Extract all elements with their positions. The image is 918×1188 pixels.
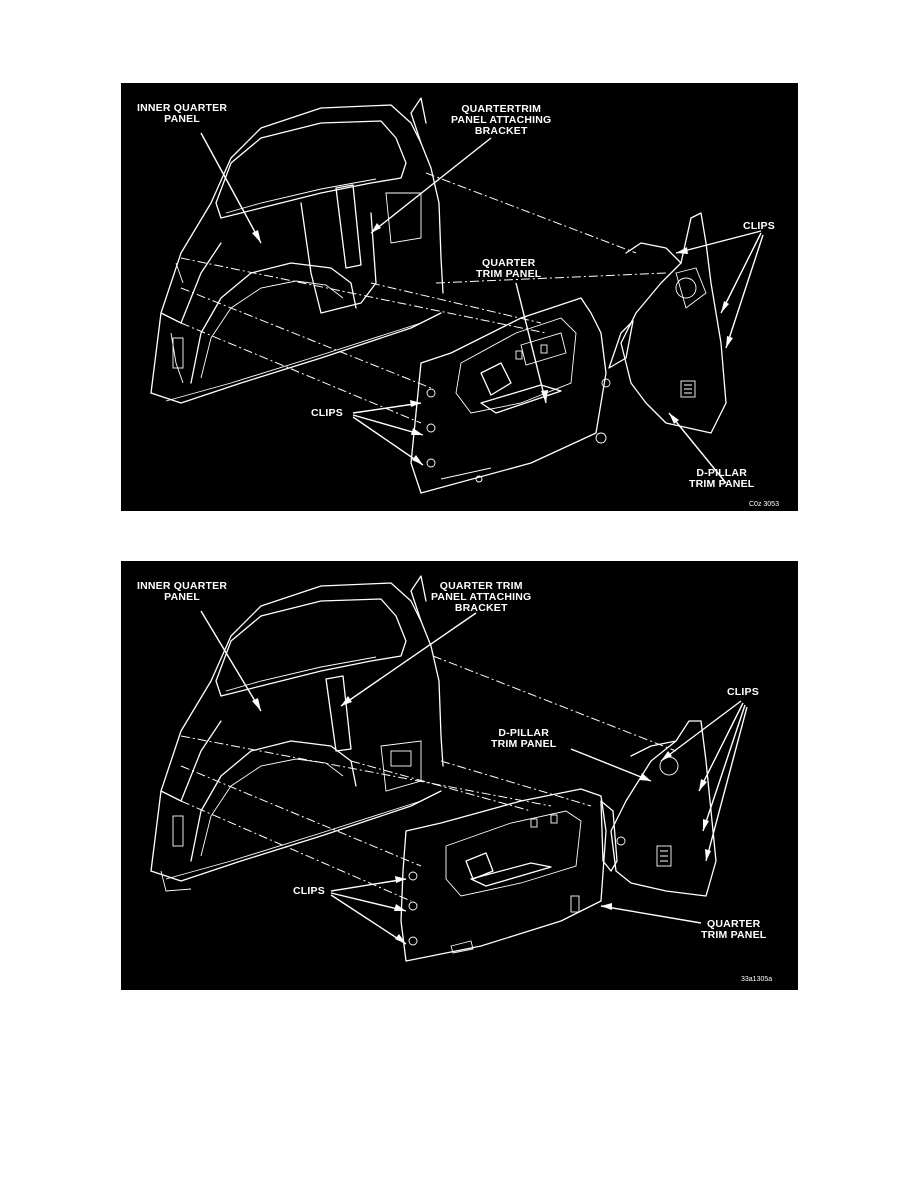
d-pillar-trim-panel-art — [601, 212, 727, 434]
bracket-label: QUARTERTRIM PANEL ATTACHING BRACKET — [451, 103, 552, 137]
bracket-label: QUARTER TRIM PANEL ATTACHING BRACKET — [431, 580, 532, 614]
inner-quarter-panel-label: INNER QUARTER PANEL — [137, 102, 228, 125]
clips-label-left: CLIPS — [293, 885, 325, 897]
exploded-view-figure-1: INNER QUARTER PANEL QUARTERTRIM PANEL AT… — [121, 83, 798, 511]
exploded-view-figure-2: INNER QUARTER PANEL QUARTER TRIM PANEL A… — [121, 561, 798, 990]
inner-quarter-panel-art — [150, 97, 444, 404]
inner-quarter-panel-label: INNER QUARTER PANEL — [137, 580, 228, 603]
clips-label-left: CLIPS — [311, 407, 343, 419]
quarter-trim-panel-art — [400, 788, 607, 962]
quarter-trim-panel-label: QUARTER TRIM PANEL — [476, 257, 542, 280]
clips-label-right: CLIPS — [743, 220, 775, 232]
d-pillar-trim-panel-label: D-PILLAR TRIM PANEL — [689, 467, 755, 490]
leader-arrows — [200, 610, 748, 945]
figure-1-line-art — [150, 97, 764, 494]
figure-id: 33a1305a — [741, 976, 773, 983]
d-pillar-trim-panel-label: D-PILLAR TRIM PANEL — [491, 727, 557, 750]
alignment-lines — [180, 655, 677, 902]
alignment-lines — [180, 172, 667, 424]
leader-arrows — [200, 132, 764, 484]
d-pillar-trim-panel-art — [600, 720, 717, 897]
quarter-trim-panel-label: QUARTER TRIM PANEL — [701, 918, 767, 941]
figure-id: C0z 3053 — [749, 501, 779, 508]
inner-quarter-panel-art — [150, 575, 444, 892]
quarter-trim-panel-art — [410, 297, 607, 494]
clips-label-right: CLIPS — [727, 686, 759, 698]
figure-2-line-art — [150, 575, 748, 962]
